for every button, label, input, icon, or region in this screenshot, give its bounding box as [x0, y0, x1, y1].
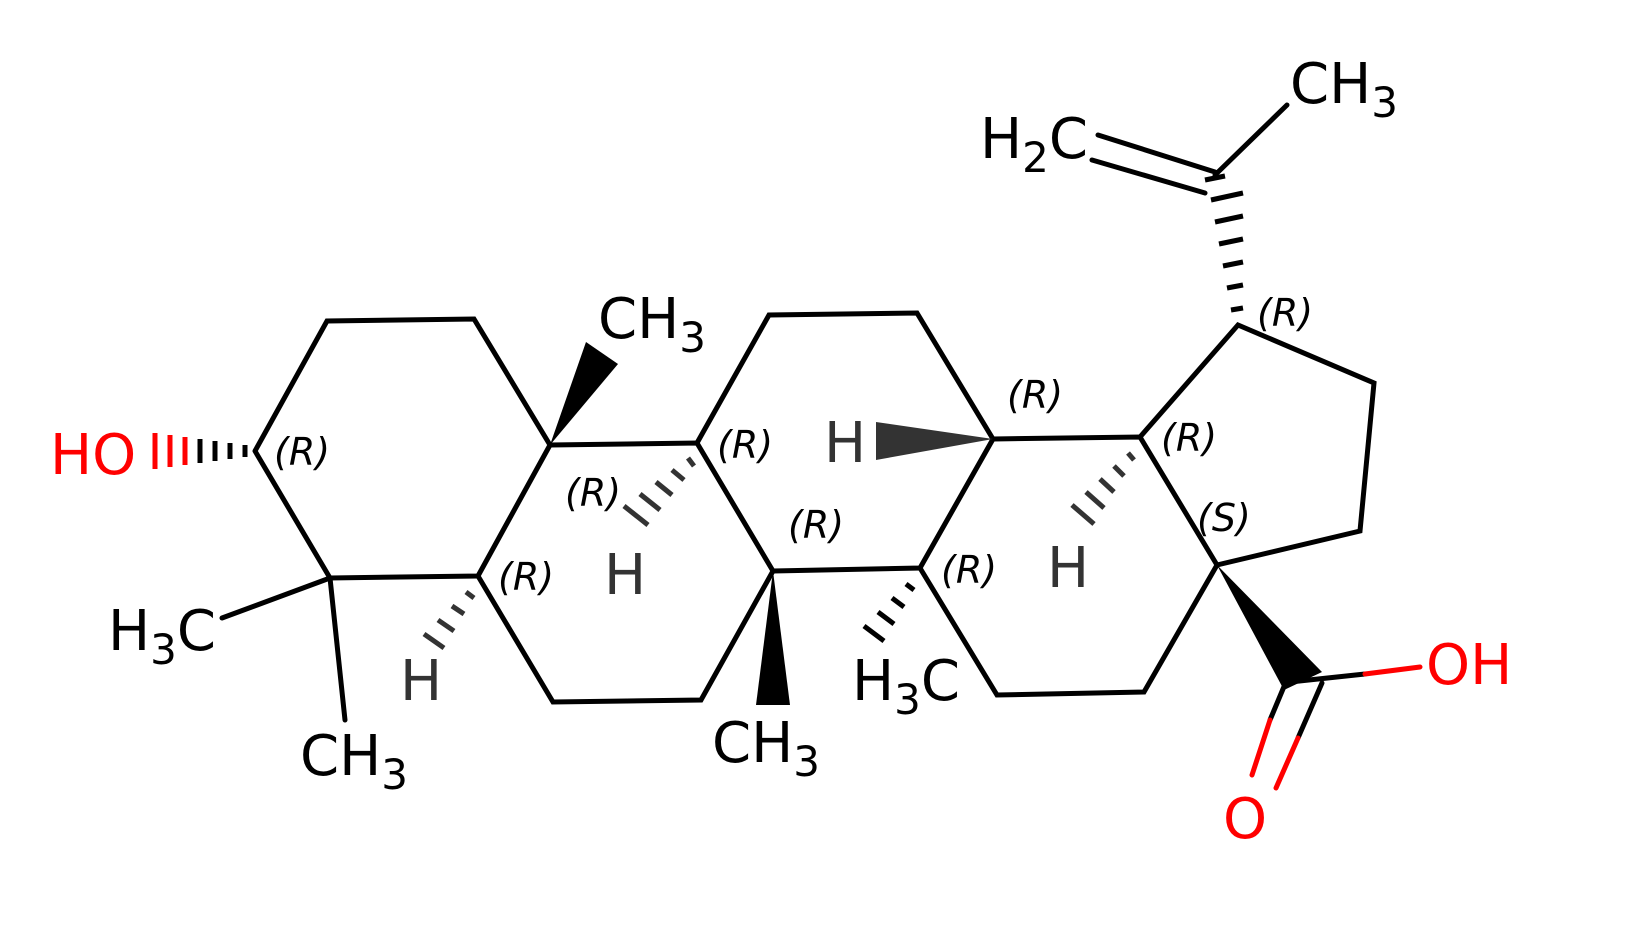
atom-labels: HO H3C CH3 H CH3 H CH3 H3C H H H2C CH3 O… — [50, 52, 1512, 852]
wedge-c10-methyl — [550, 342, 618, 445]
atom-o-carbonyl: O — [1223, 787, 1267, 852]
stereo-c17: (S) — [1197, 496, 1251, 540]
atom-ch3-c4: CH3 — [300, 724, 408, 799]
atom-h3c-c4: H3C — [108, 599, 216, 674]
stereo-labels: (R) (R) (R) (R) (R) (R) (R) (R) (S) (R) — [274, 291, 1313, 599]
stereo-c8: (R) — [788, 503, 844, 547]
atom-ho: HO — [50, 423, 136, 488]
atom-h-c18: H — [1047, 536, 1089, 601]
wedge-c17-cooh — [1217, 565, 1322, 690]
atom-h-c9: H — [604, 543, 646, 608]
stereo-c19: (R) — [1257, 291, 1313, 335]
stereo-c13: (R) — [1007, 373, 1063, 417]
atom-ch3-c8: CH3 — [712, 711, 820, 786]
atom-h2c: H2C — [980, 107, 1088, 182]
atom-ch3-top: CH3 — [1290, 52, 1398, 127]
stereo-c3: (R) — [274, 430, 330, 474]
atom-h3c-c14: H3C — [852, 649, 960, 724]
wedge-c13-h — [876, 422, 993, 460]
stereo-c10: (R) — [565, 471, 621, 515]
wedge-bonds — [550, 342, 1322, 705]
wedge-c8-methyl — [756, 571, 790, 705]
atom-oh: OH — [1426, 633, 1512, 698]
stereo-c9: (R) — [717, 423, 773, 467]
atom-ch3-c10: CH3 — [598, 287, 706, 362]
stereo-c5: (R) — [498, 555, 554, 599]
hashed-bonds — [152, 173, 1244, 651]
stereo-c14: (R) — [941, 548, 997, 592]
atom-h-c13: H — [824, 411, 866, 476]
atom-h-c5: H — [400, 649, 442, 714]
stereo-c18: (R) — [1161, 416, 1217, 460]
